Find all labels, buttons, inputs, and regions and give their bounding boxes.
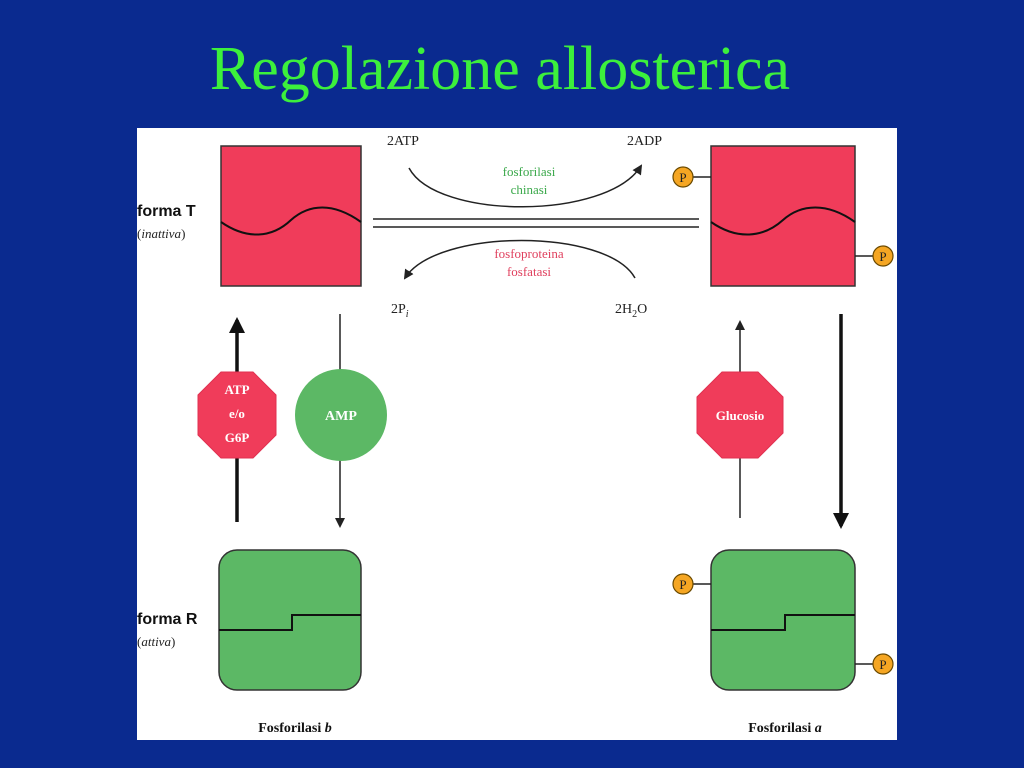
regulation-diagram: 2ATP 2ADP fosforilasi chinasi fosfoprote…	[137, 134, 894, 736]
kinase-label-line1: fosforilasi	[503, 164, 556, 179]
amp-label: AMP	[325, 409, 357, 424]
phosphatase-label-line1: fosfoproteina	[494, 246, 564, 261]
amp-activator-circle: AMP	[295, 369, 387, 461]
water-label: 2H2O	[615, 302, 647, 320]
phosphate-t-right: P	[855, 245, 894, 267]
phosphate-symbol: P	[679, 577, 686, 592]
phosphorylase-b-label: Fosforilasi b	[258, 721, 332, 736]
slide-title: Regolazione allosterica	[209, 35, 791, 103]
pi-label: 2Pi	[391, 302, 409, 320]
phosphate-t-top: P	[672, 166, 711, 188]
phosphate-symbol: P	[879, 657, 886, 672]
atp-reg-line3: G6P	[225, 430, 250, 445]
kinase-curve-arrow	[408, 164, 643, 208]
t-state-label: forma T	[137, 203, 196, 220]
phosphatase-label-line2: fosfatasi	[507, 264, 551, 279]
t-state-box-right	[710, 145, 856, 287]
phosphate-symbol: P	[879, 249, 886, 264]
diagram-panel: 2ATP 2ADP fosforilasi chinasi fosfoprote…	[137, 128, 897, 740]
phosphate-symbol: P	[679, 170, 686, 185]
atp-label: 2ATP	[387, 134, 419, 149]
atp-reg-line2: e/o	[229, 406, 245, 421]
glucose-label: Glucosio	[716, 408, 764, 423]
glucose-inhibitor-octagon: Glucosio	[696, 371, 784, 459]
adp-label: 2ADP	[627, 134, 662, 149]
r-state-box-left	[218, 549, 362, 691]
r-state-box-right	[710, 549, 856, 691]
phosphate-r-right: P	[855, 653, 894, 675]
atp-reg-line1: ATP	[224, 382, 249, 397]
r-state-label: forma R	[137, 611, 198, 628]
kinase-label-line2: chinasi	[511, 182, 548, 197]
phosphorylase-a-label: Fosforilasi a	[748, 721, 822, 736]
phosphatase-curve-arrow	[403, 239, 636, 280]
phosphate-r-top: P	[672, 573, 711, 595]
t-state-sublabel: (inattiva)	[137, 226, 185, 241]
r-state-sublabel: (attiva)	[137, 634, 175, 649]
atp-g6p-inhibitor-octagon: ATP e/o G6P	[197, 371, 277, 459]
t-state-box-left	[220, 145, 362, 287]
